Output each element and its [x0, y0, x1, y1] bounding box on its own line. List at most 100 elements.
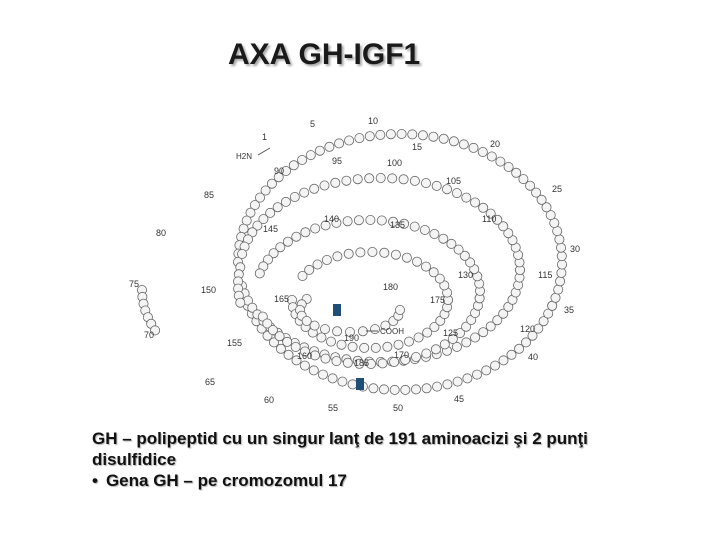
amino-acid-bead	[389, 384, 400, 395]
amino-acid-bead	[299, 346, 310, 357]
amino-acid-bead	[359, 342, 370, 353]
amino-acid-bead	[495, 156, 506, 167]
pos-105: 105	[446, 176, 461, 186]
amino-acid-bead	[283, 349, 294, 360]
amino-acid-bead	[462, 373, 473, 384]
amino-acid-bead	[291, 231, 302, 242]
amino-acid-bead	[342, 216, 353, 227]
pos-15: 15	[412, 142, 422, 152]
amino-acid-bead	[461, 337, 472, 348]
amino-acid-bead	[347, 379, 358, 390]
amino-acid-bead	[471, 369, 482, 380]
amino-acid-bead	[451, 341, 462, 352]
amino-acid-bead	[310, 223, 321, 234]
amino-acid-bead	[556, 267, 567, 278]
amino-acid-bead	[325, 336, 336, 347]
amino-acid-bead	[458, 139, 469, 150]
amino-acid-bead	[543, 308, 554, 319]
pos-145: 145	[263, 224, 278, 234]
amino-acid-bead	[396, 128, 407, 139]
amino-acid-bead	[347, 341, 358, 352]
amino-acid-bead	[304, 264, 315, 275]
pos-25: 25	[552, 184, 562, 194]
amino-acid-bead	[533, 323, 544, 334]
disulfide-bridge	[356, 378, 364, 390]
amino-acid-bead	[459, 250, 470, 261]
amino-acid-beads	[136, 128, 568, 395]
pos-130: 130	[458, 270, 473, 280]
amino-acid-bead	[309, 350, 320, 361]
amino-acid-bead	[465, 257, 476, 268]
amino-acid-bead	[273, 172, 284, 183]
amino-acid-bead	[498, 221, 509, 232]
amino-acid-bead	[305, 150, 316, 161]
amino-acid-bead	[411, 256, 422, 267]
amino-acid-bead	[448, 136, 459, 147]
amino-acid-bead	[451, 188, 462, 199]
pos-80: 80	[156, 228, 166, 238]
amino-acid-bead	[492, 214, 503, 225]
amino-acid-bead	[506, 349, 517, 360]
amino-acid-bead	[267, 325, 278, 336]
amino-acid-bead	[521, 337, 532, 348]
amino-acid-bead	[439, 280, 450, 291]
amino-acid-bead	[268, 248, 279, 259]
n-terminus-bond	[257, 147, 271, 156]
amino-acid-bead	[301, 315, 312, 326]
amino-acid-bead	[417, 130, 428, 141]
amino-acid-bead	[237, 248, 248, 259]
amino-acid-bead	[407, 129, 418, 140]
pos-20: 20	[490, 139, 500, 149]
pos-120: 120	[520, 324, 535, 334]
amino-acid-bead	[354, 133, 365, 144]
amino-acid-bead	[379, 247, 390, 258]
amino-acid-bead	[275, 242, 286, 253]
amino-acid-bead	[393, 339, 404, 350]
amino-acid-bead	[430, 344, 441, 355]
amino-acid-bead	[275, 343, 286, 354]
amino-acid-bead	[312, 259, 323, 270]
amino-acid-bead	[319, 180, 330, 191]
amino-acid-bead	[481, 365, 492, 376]
amino-acid-bead	[344, 135, 355, 146]
caption-line-2: •Gena GH – pe cromozomul 17	[92, 470, 672, 491]
amino-acid-bead	[260, 185, 271, 196]
amino-acid-bead	[332, 251, 343, 262]
amino-acid-bead	[428, 131, 439, 142]
amino-acid-bead	[331, 217, 342, 228]
amino-acid-bead	[478, 327, 489, 338]
amino-acid-bead	[289, 191, 300, 202]
amino-acid-bead	[556, 242, 567, 253]
amino-acid-bead	[247, 302, 258, 313]
amino-acid-bead	[262, 318, 273, 329]
amino-acid-bead	[375, 172, 386, 183]
amino-acid-bead	[525, 180, 536, 191]
amino-acid-bead	[447, 333, 458, 344]
amino-acid-bead	[291, 355, 302, 366]
amino-acid-bead	[309, 183, 320, 194]
pos-5: 5	[310, 119, 315, 129]
pos-160: 160	[297, 351, 312, 361]
c-terminus-label: COOH	[380, 327, 404, 336]
pos-55: 55	[328, 403, 338, 413]
amino-acid-bead	[355, 247, 366, 258]
pos-190: 190	[344, 333, 359, 343]
amino-acid-bead	[254, 268, 265, 279]
amino-acid-bead	[531, 187, 542, 198]
amino-acid-bead	[503, 228, 514, 239]
amino-acid-bead	[536, 194, 547, 205]
amino-acid-bead	[380, 320, 391, 331]
amino-acid-bead	[280, 196, 291, 207]
amino-acid-bead	[282, 336, 293, 347]
position-numbers: 1 5 10 15 20 25 30 35 40 45 50 55 60 65 …	[129, 116, 580, 413]
amino-acid-bead	[400, 384, 411, 395]
amino-acid-bead	[429, 228, 440, 239]
amino-acid-bead	[245, 207, 256, 218]
amino-acid-bead	[309, 320, 320, 331]
slide-title: AXA GH-IGF1	[228, 38, 421, 71]
amino-acid-bead	[258, 214, 269, 225]
amino-acid-bead	[378, 384, 389, 395]
caption-line-1: GH – polipeptid cu un singur lanţ de 191…	[92, 429, 588, 469]
amino-acid-bead	[331, 356, 342, 367]
